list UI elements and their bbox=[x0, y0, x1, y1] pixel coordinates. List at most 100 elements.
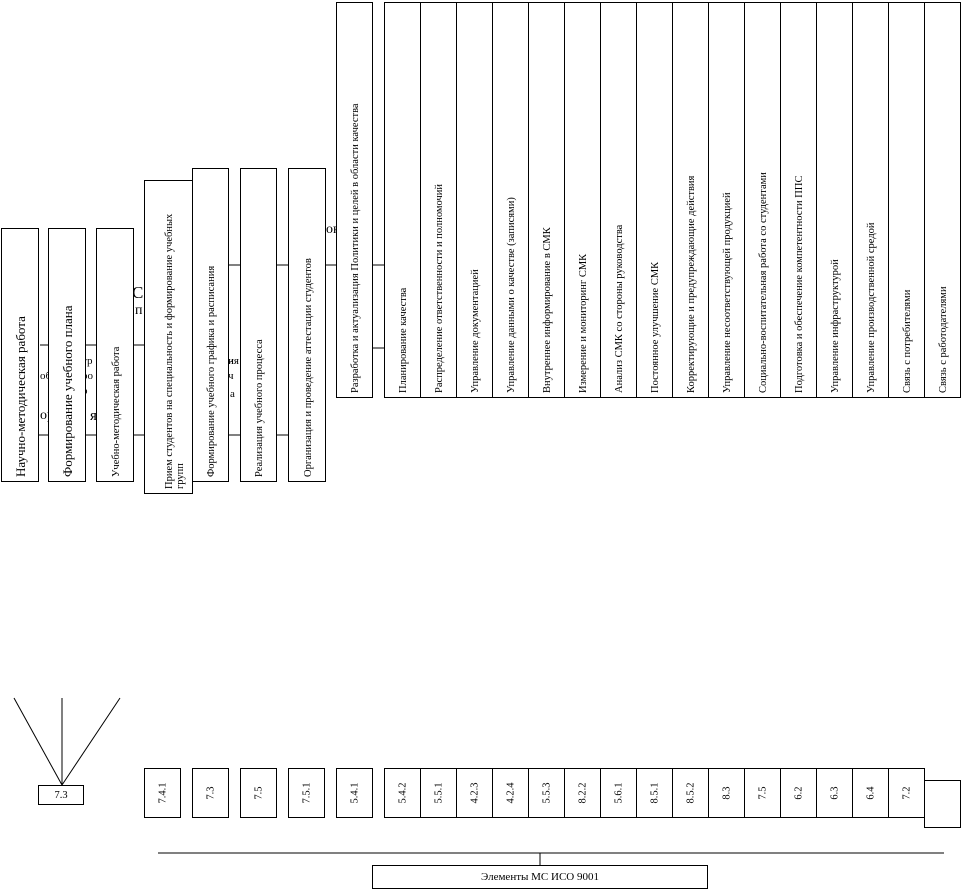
top-process-box-label: Управление инфраструктурой bbox=[830, 259, 841, 393]
ghost-fragment: С bbox=[132, 283, 144, 302]
fan-line bbox=[13, 697, 63, 786]
ghost-fragment: тр bbox=[82, 355, 93, 367]
clause-code-label: 7.2 bbox=[901, 786, 912, 800]
left-process-box-label: Прием студентов на специальность и форми… bbox=[164, 213, 186, 489]
left-process-box: Формирование учебного графика и расписан… bbox=[192, 168, 229, 482]
top-process-box: Управление несоответствующей продукцией bbox=[708, 2, 745, 398]
top-process-box-label: Планирование качества bbox=[398, 287, 409, 393]
left-process-box: Учебно-методическая работа bbox=[96, 228, 134, 482]
clause-code-box: 5.4.1 bbox=[336, 768, 373, 818]
top-process-box-label: Измерение и мониторинг СМК bbox=[578, 253, 589, 393]
top-process-box: Управление документацией bbox=[456, 2, 493, 398]
ghost-fragment: об bbox=[40, 370, 52, 382]
ghost-fragment: ро bbox=[82, 370, 93, 382]
clause-code-box: 7.3 bbox=[192, 768, 229, 818]
top-process-box-label: Управление документацией bbox=[470, 269, 481, 393]
top-process-box: Анализ СМК со стороны руководства bbox=[600, 2, 637, 398]
clause-code-label: 8.5.2 bbox=[685, 782, 696, 804]
clause-code-box: 5.6.1 bbox=[600, 768, 637, 818]
top-process-box: Разработка и актуализация Политики и цел… bbox=[336, 2, 373, 398]
ghost-fragment: п bbox=[135, 303, 143, 318]
clause-code-label: 8.3 bbox=[721, 786, 732, 800]
top-process-box-label: Разработка и актуализация Политики и цел… bbox=[350, 103, 361, 393]
clause-code-box: 4.2.3 bbox=[456, 768, 493, 818]
top-process-box-label: Подготовка и обеспечение компетентности … bbox=[794, 175, 805, 393]
top-process-box: Планирование качества bbox=[384, 2, 421, 398]
top-process-box: Внутреннее информирование в СМК bbox=[528, 2, 565, 398]
left-process-box: Реализация учебного процесса bbox=[240, 168, 277, 482]
top-process-box-label: Постоянное улучшение СМК bbox=[650, 261, 661, 393]
top-process-box-label: Социально-воспитательная работа со студе… bbox=[758, 172, 769, 393]
left-process-box: Прием студентов на специальность и форми… bbox=[144, 180, 193, 494]
top-process-box-label: Внутреннее информирование в СМК bbox=[542, 227, 553, 393]
clause-code-label: 6.4 bbox=[865, 786, 876, 800]
top-process-box: Социально-воспитательная работа со студе… bbox=[744, 2, 781, 398]
top-process-box-label: Управление данными о качестве (записями) bbox=[506, 197, 517, 393]
left-process-box-label: Научно-методическая работа bbox=[13, 316, 28, 477]
top-process-box-label: Распределение ответственности и полномоч… bbox=[434, 183, 445, 393]
clause-code-box: 6.4 bbox=[852, 768, 889, 818]
clause-code-box: 7.4.1 bbox=[144, 768, 181, 818]
top-process-box: Связь с потребителями bbox=[888, 2, 925, 398]
top-process-box: Связь с работодателями bbox=[924, 2, 961, 398]
clause-code-label: 7.4.1 bbox=[157, 782, 168, 804]
clause-code-box: 6.2 bbox=[780, 768, 817, 818]
clause-code-label: 5.4.2 bbox=[397, 782, 408, 804]
clause-code-label: 8.2.2 bbox=[577, 782, 588, 804]
top-process-box-label: Анализ СМК со стороны руководства bbox=[614, 224, 625, 393]
clause-code-label: 5.5.1 bbox=[433, 782, 444, 804]
top-process-box: Корректирующие и предупреждающие действи… bbox=[672, 2, 709, 398]
top-process-box: Подготовка и обеспечение компетентности … bbox=[780, 2, 817, 398]
left-process-box: Научно-методическая работа bbox=[1, 228, 39, 482]
clause-code-label: 6.2 bbox=[793, 786, 804, 800]
ghost-fragment: ия bbox=[228, 355, 239, 367]
clause-code-box: 8.5.2 bbox=[672, 768, 709, 818]
top-process-box: Управление производственной средой bbox=[852, 2, 889, 398]
top-process-box: Распределение ответственности и полномоч… bbox=[420, 2, 457, 398]
left-process-box-label: Формирование учебного графика и расписан… bbox=[206, 265, 217, 477]
clause-code-label: 7.5 bbox=[253, 786, 264, 800]
clause-code-box: 8.2.2 bbox=[564, 768, 601, 818]
top-process-box-label: Связь с потребителями bbox=[902, 289, 913, 393]
top-process-box-label: Управление производственной средой bbox=[866, 222, 877, 393]
clause-code-label: 7.5.1 bbox=[301, 782, 312, 804]
top-process-box: Измерение и мониторинг СМК bbox=[564, 2, 601, 398]
clause-code-label: 4.2.3 bbox=[469, 782, 480, 804]
top-process-box-label: Управление несоответствующей продукцией bbox=[722, 192, 733, 393]
iso-elements-label: Элементы МС ИСО 9001 bbox=[480, 871, 599, 883]
top-process-box: Управление данными о качестве (записями) bbox=[492, 2, 529, 398]
left-process-box-label: Реализация учебного процесса bbox=[254, 339, 265, 477]
ghost-fragment: а bbox=[230, 388, 235, 400]
ghost-fragment: я bbox=[90, 408, 97, 424]
ghost-fragment: н bbox=[228, 355, 234, 367]
clause-code-box: 7.5.1 bbox=[288, 768, 325, 818]
empty-right-box bbox=[924, 780, 961, 828]
left-process-box-label: Учебно-методическая работа bbox=[110, 346, 122, 477]
clause-code-label: 8.5.1 bbox=[649, 782, 660, 804]
lone-clause-label: 7.3 bbox=[54, 789, 68, 801]
lone-clause-box: 7.3 bbox=[38, 785, 84, 805]
ghost-fragment: ч bbox=[228, 370, 234, 382]
clause-code-box: 8.5.1 bbox=[636, 768, 673, 818]
clause-code-box: 8.3 bbox=[708, 768, 745, 818]
clause-code-label: 7.5 bbox=[757, 786, 768, 800]
left-process-box: Организация и проведение аттестации студ… bbox=[288, 168, 326, 482]
top-process-box-label: Связь с работодателями bbox=[938, 286, 949, 393]
clause-code-label: 5.6.1 bbox=[613, 782, 624, 804]
clause-code-label: 5.5.3 bbox=[541, 782, 552, 804]
clause-code-box: 6.3 bbox=[816, 768, 853, 818]
top-process-box: Управление инфраструктурой bbox=[816, 2, 853, 398]
clause-code-box: 4.2.4 bbox=[492, 768, 529, 818]
top-process-box: Постоянное улучшение СМК bbox=[636, 2, 673, 398]
fan-line bbox=[61, 697, 121, 786]
clause-code-label: 6.3 bbox=[829, 786, 840, 800]
clause-code-box: 5.4.2 bbox=[384, 768, 421, 818]
clause-code-box: 7.5 bbox=[240, 768, 277, 818]
left-process-box-label: Формирование учебного плана bbox=[60, 305, 75, 477]
clause-code-box: 5.5.3 bbox=[528, 768, 565, 818]
clause-code-label: 5.4.1 bbox=[349, 782, 360, 804]
clause-code-box: 7.2 bbox=[888, 768, 925, 818]
left-process-box: Формирование учебного плана bbox=[48, 228, 86, 482]
top-process-box-label: Корректирующие и предупреждающие действи… bbox=[686, 175, 697, 393]
clause-code-box: 5.5.1 bbox=[420, 768, 457, 818]
